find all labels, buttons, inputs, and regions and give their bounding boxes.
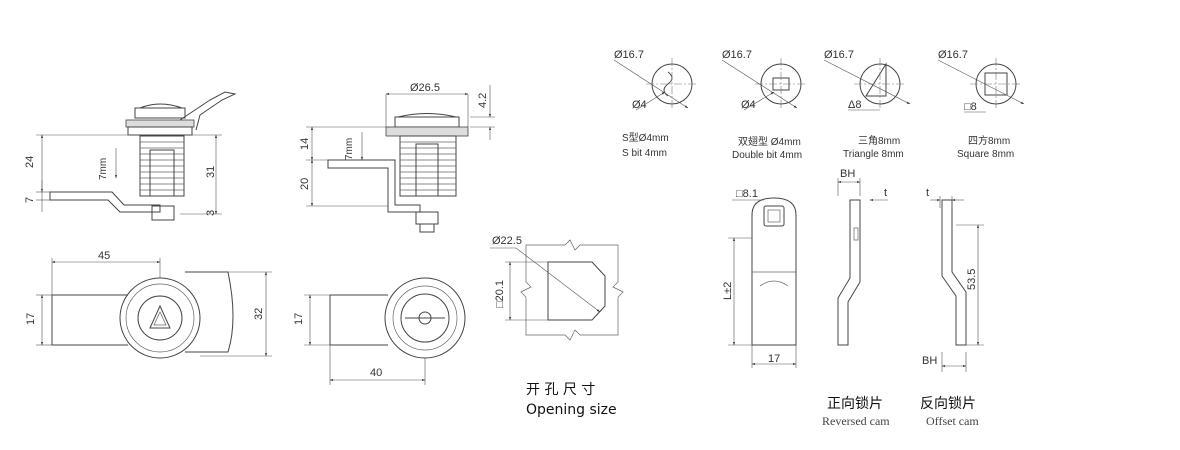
lever-arm: [179, 91, 237, 131]
triangle-bit-icon: [865, 62, 887, 97]
bit-double-cn: 双翅型 Ø4mm: [738, 135, 801, 148]
bit-square-cn: 四方8mm: [968, 134, 1010, 147]
offset-cam-en: Offset cam: [926, 414, 979, 428]
offset-bh: BH: [922, 355, 937, 367]
side-view-2: Ø26.5 4.2 14 20 7mm: [299, 82, 495, 233]
front-view-2: 17 40: [293, 277, 466, 385]
dim-dia-22-5: Ø22.5: [492, 235, 522, 247]
bit-double-inner: Ø4: [741, 99, 756, 111]
cam-blade-front-2: [329, 294, 388, 346]
dim-17: 17: [25, 313, 37, 325]
bit-square: Ø16.7 □8 四方8mm Square 8mm: [937, 49, 1025, 160]
triangle-keyway-icon: [149, 304, 171, 329]
dim-53-5: 53.5: [966, 269, 978, 290]
offset-cam-view: t 53.5 BH 反向锁片 Offset cam: [920, 187, 984, 428]
offset-cam-cn: 反向锁片: [920, 396, 976, 412]
dim-20: 20: [299, 178, 311, 190]
dim-17-b: 17: [293, 313, 305, 325]
bit-s-inner: Ø4: [632, 99, 647, 111]
dim-32: 32: [253, 308, 265, 320]
opening-size-view: Ø22.5 □20.1 开 孔 尺 寸 Opening size: [490, 235, 624, 418]
bit-square-inner: □8: [964, 101, 977, 113]
bit-s: Ø16.7 Ø4 S型Ø4mm S bit 4mm: [613, 49, 698, 159]
offset-t: t: [926, 187, 929, 199]
dim-3: 3: [205, 210, 217, 216]
dim-L: L±2: [722, 282, 734, 300]
opening-cutout: [547, 261, 606, 321]
cam-plate: [751, 197, 797, 346]
opening-label-cn: 开 孔 尺 寸: [526, 382, 595, 398]
double-bit-icon: [772, 77, 790, 91]
offset-cam-profile: [941, 199, 967, 346]
cam-blade-front: [51, 294, 128, 346]
bit-s-en: S bit 4mm: [622, 148, 667, 159]
dim-dia-26-5: Ø26.5: [410, 82, 440, 94]
bit-triangle: Ø16.7 Δ8 三角8mm Triangle 8mm: [823, 49, 911, 160]
reversed-bh: BH: [840, 168, 855, 180]
reversed-cam-profile: [837, 199, 861, 346]
cam-square-hole: [763, 205, 785, 227]
reversed-t: t: [884, 187, 887, 199]
dim-sq-8-1: □8.1: [736, 188, 758, 200]
reversed-cam-en: Reversed cam: [822, 414, 890, 428]
dim-45: 45: [98, 250, 110, 262]
lock-face: [119, 277, 201, 359]
dim-7: 7: [24, 197, 36, 203]
dim-17-cam: 17: [768, 353, 780, 365]
bit-triangle-en: Triangle 8mm: [843, 149, 904, 160]
bit-double-en: Double bit 4mm: [732, 150, 802, 161]
bit-s-dia: Ø16.7: [614, 49, 644, 61]
dim-31: 31: [205, 166, 217, 178]
bit-triangle-dia: Ø16.7: [824, 49, 854, 61]
dim-40: 40: [370, 367, 382, 379]
opening-label-en: Opening size: [526, 402, 617, 418]
bit-triangle-inner: Δ8: [848, 99, 861, 111]
side-view-1: 24 7 31 3 7mm: [24, 91, 237, 221]
l-cam: [327, 159, 421, 213]
travel-7mm: 7mm: [98, 158, 109, 180]
reversed-cam-cn: 正向锁片: [827, 396, 883, 412]
dim-4-2: 4.2: [477, 93, 489, 108]
bit-s-cn: S型Ø4mm: [622, 131, 669, 144]
cam-blade: [49, 191, 161, 213]
dim-24: 24: [24, 156, 36, 168]
bit-square-en: Square 8mm: [957, 149, 1014, 160]
dim-14: 14: [299, 138, 311, 150]
reversed-cam-view: BH t 正向锁片 Reversed cam: [822, 168, 890, 428]
travel-7mm-2: 7mm: [344, 138, 355, 160]
front-view-1: 45 17 32: [25, 250, 272, 359]
bit-double: Ø16.7 Ø4 双翅型 Ø4mm Double bit 4mm: [721, 49, 807, 161]
bit-double-dia: Ø16.7: [722, 49, 752, 61]
dim-sq-20-1: □20.1: [494, 280, 506, 308]
lock-cap: [134, 107, 186, 119]
cam-front-view: □8.1 L±2 17: [722, 188, 797, 368]
bit-square-dia: Ø16.7: [938, 49, 968, 61]
bit-triangle-cn: 三角8mm: [858, 135, 900, 147]
